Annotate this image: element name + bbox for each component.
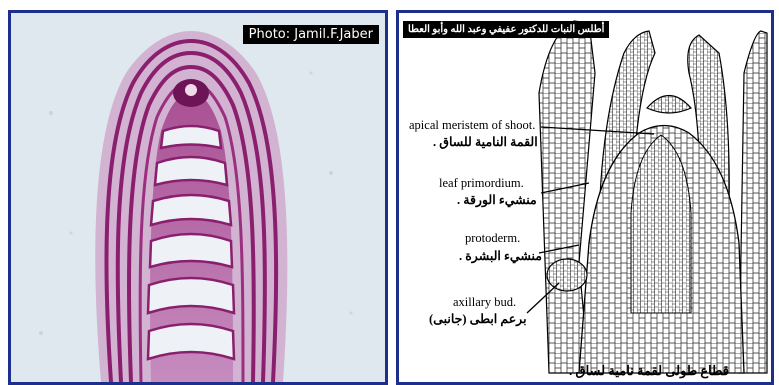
shoot-apex-drawing bbox=[399, 13, 771, 382]
label-apical-meristem-en: apical meristem of shoot. bbox=[409, 118, 535, 132]
photo-credit: Photo: Jamil.F.Jaber bbox=[243, 25, 379, 44]
micrograph-panel: Photo: Jamil.F.Jaber bbox=[8, 10, 388, 385]
label-axillary-bud-en: axillary bud. bbox=[453, 295, 516, 309]
label-protoderm-ar: منشيء البشرة . bbox=[459, 249, 542, 263]
atlas-title: أطلس النبات للدكتور عفيفي وعبد الله وأبو… bbox=[403, 21, 609, 38]
label-apical-meristem-ar: القمة النامية للساق . bbox=[433, 135, 538, 149]
label-axillary-bud-ar: برعم ابطى (جانبى) bbox=[429, 312, 527, 326]
label-leaf-primordium-ar: منشيء الورقة . bbox=[457, 193, 537, 207]
shoot-apex-micrograph bbox=[11, 13, 385, 382]
label-protoderm-en: protoderm. bbox=[465, 231, 520, 245]
diagram-caption: قطاع طولى لقمة نامية لساق . bbox=[569, 363, 729, 379]
diagram-panel: أطلس النبات للدكتور عفيفي وعبد الله وأبو… bbox=[396, 10, 774, 385]
label-leaf-primordium-en: leaf primordium. bbox=[439, 176, 524, 190]
